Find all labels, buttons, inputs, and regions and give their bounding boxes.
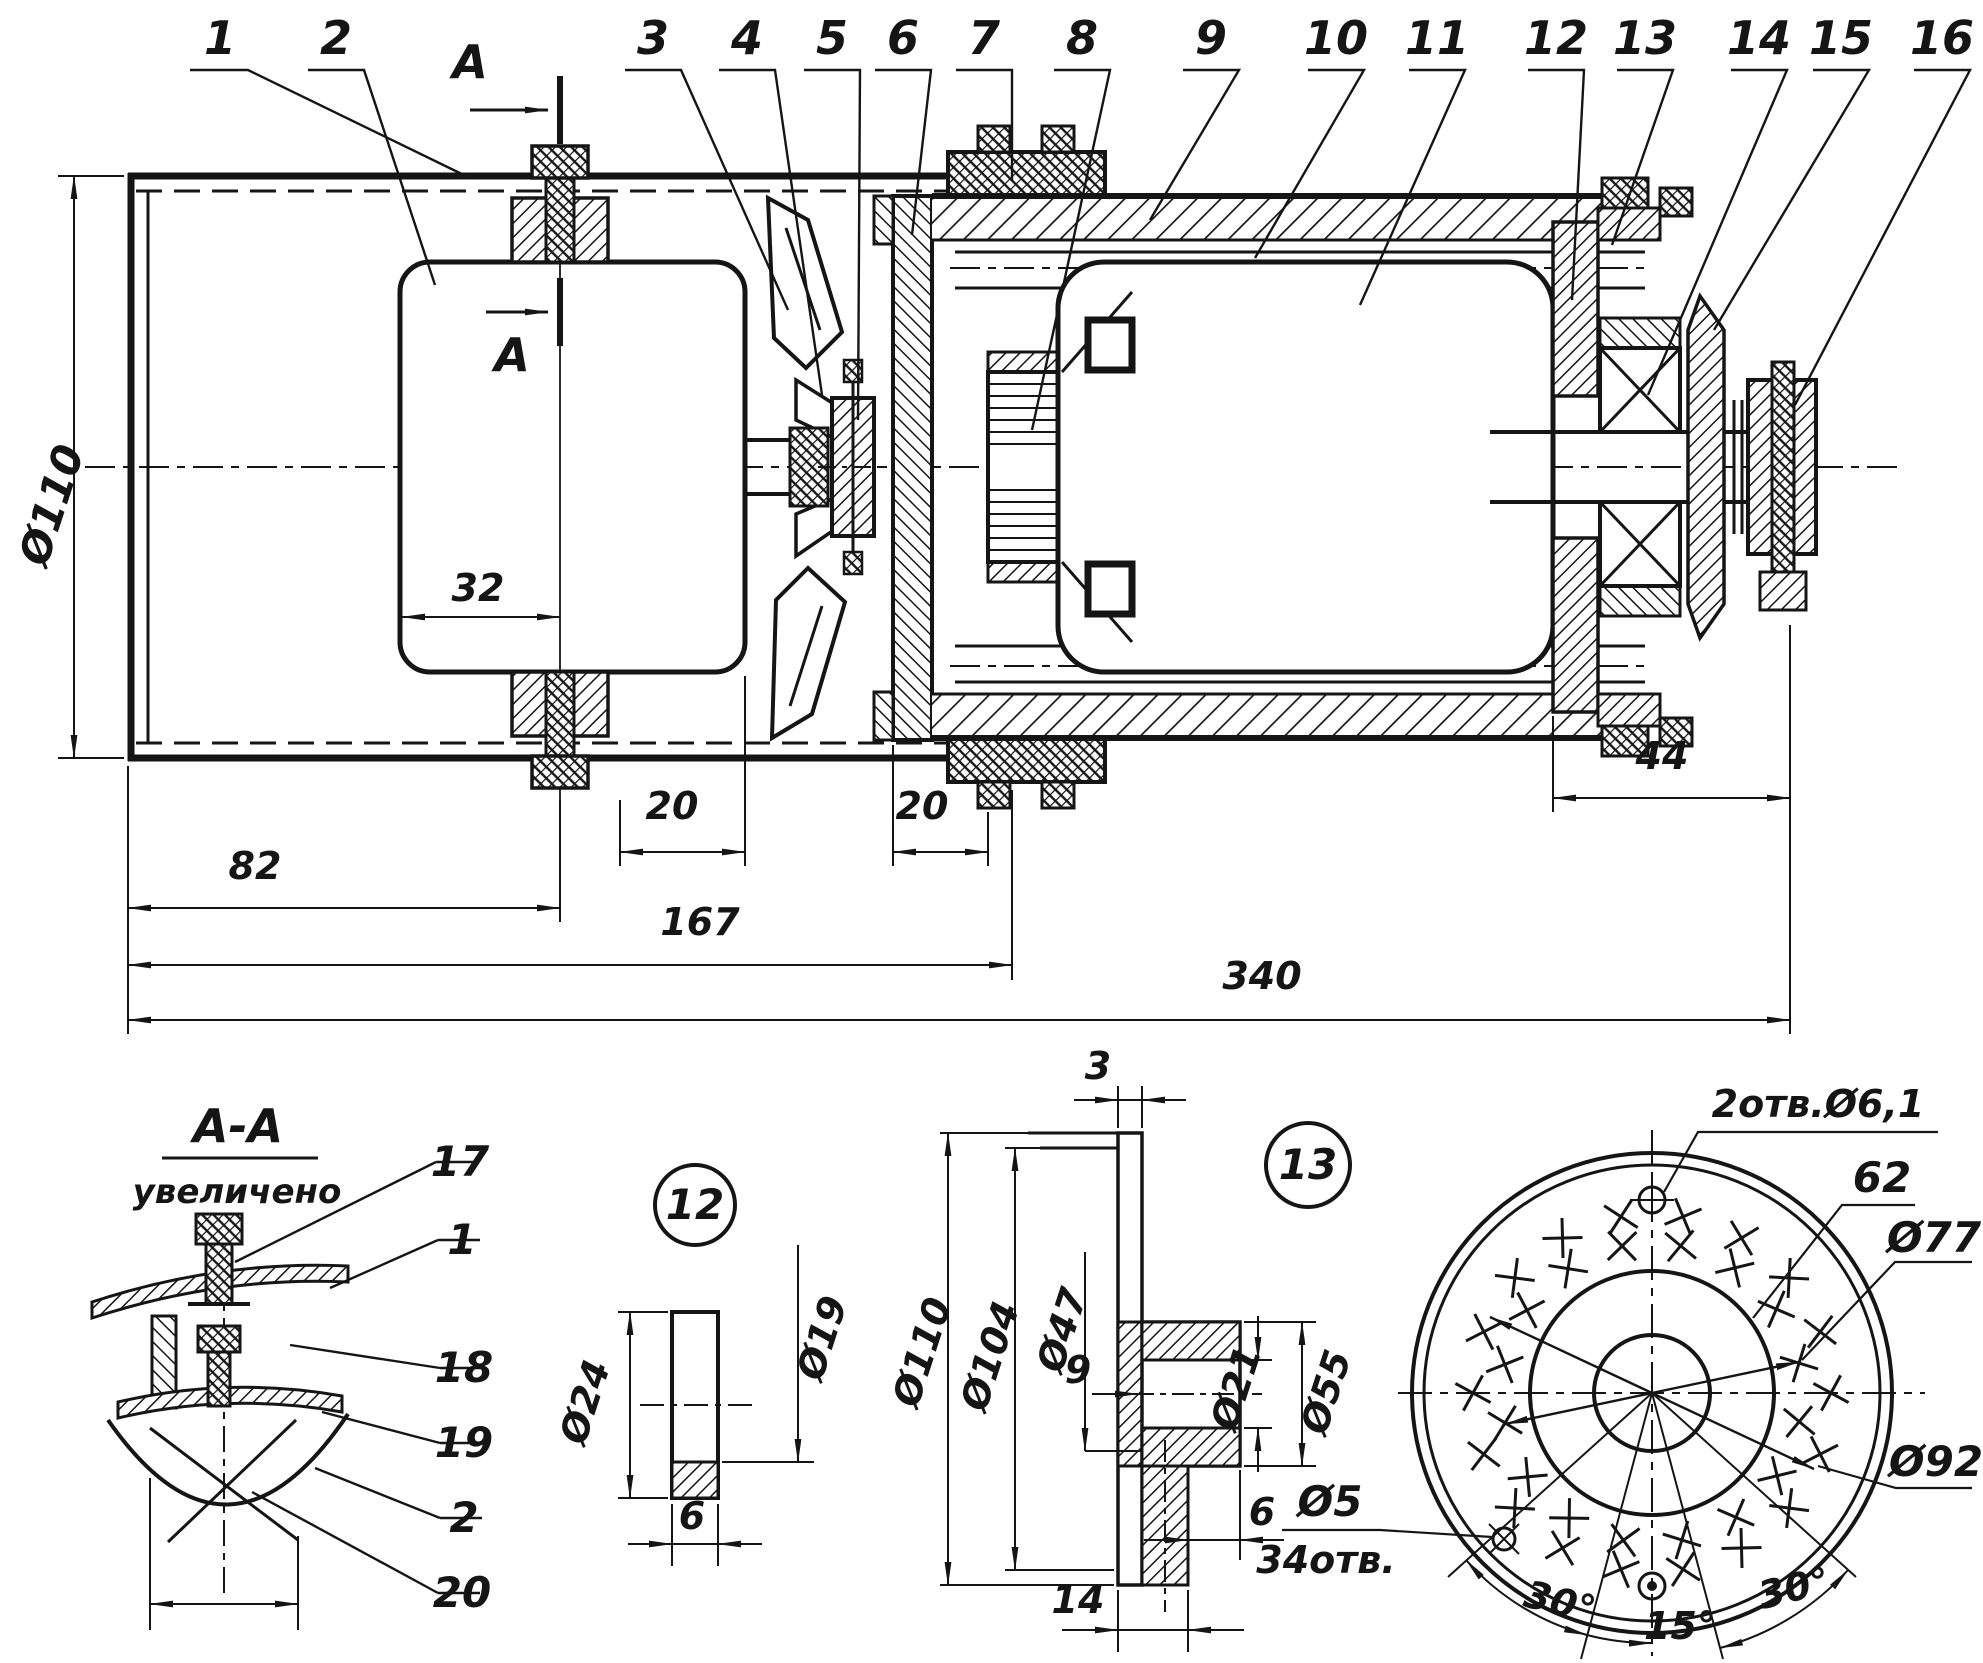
marked-holes xyxy=(1488,1178,1674,1601)
detail-12-badge: 12 xyxy=(665,1180,725,1229)
callout-5: 5 xyxy=(815,11,849,65)
dim-t6: 6 xyxy=(678,1494,706,1538)
engine-shell-arc xyxy=(106,1412,350,1507)
end-view xyxy=(1282,1130,1972,1660)
callout-9: 9 xyxy=(1194,11,1228,65)
main-dimensions xyxy=(58,175,1791,1034)
dim-s9: 9 xyxy=(1064,1348,1092,1392)
coupling xyxy=(818,358,888,576)
detail-12-dimensions xyxy=(618,1245,814,1566)
callout-leaders xyxy=(190,68,1972,431)
shell-sheet-section xyxy=(90,1263,350,1321)
callout-2: 2 xyxy=(319,11,353,65)
detail-13-badge: 13 xyxy=(1278,1140,1338,1189)
label-d77: Ø77 xyxy=(1886,1213,1982,1262)
dim-340: 340 xyxy=(1222,954,1302,998)
dim-32: 32 xyxy=(451,566,505,610)
callout-1: 1 xyxy=(203,11,237,65)
label-2holes: 2отв.Ø6,1 xyxy=(1711,1082,1925,1126)
clamp-bolt-bottom xyxy=(196,1324,242,1408)
callout-18: 18 xyxy=(434,1343,494,1392)
callout-6: 6 xyxy=(886,11,920,65)
callout-15: 15 xyxy=(1808,11,1874,65)
prop-washer xyxy=(1686,292,1726,642)
callout-20: 20 xyxy=(432,1568,492,1617)
section-aa-title: А-А xyxy=(192,1099,284,1153)
callout-19: 19 xyxy=(434,1418,494,1467)
label-d92: Ø92 xyxy=(1888,1437,1983,1486)
label-34holes: 34отв. xyxy=(1256,1538,1396,1582)
callout-17: 17 xyxy=(430,1137,490,1186)
mount-bolt-top xyxy=(510,144,610,264)
callout-3: 3 xyxy=(636,11,670,65)
detail-13-dimensions xyxy=(940,1086,1316,1652)
dim-82: 82 xyxy=(228,844,282,888)
dim-44: 44 xyxy=(1635,734,1689,778)
clamp-bolt-top xyxy=(188,1212,250,1306)
end-view-leaders xyxy=(1282,1130,1972,1539)
callout-7: 7 xyxy=(967,11,1001,65)
section-aa-view xyxy=(90,1156,482,1630)
rotor xyxy=(1055,259,1556,675)
label-d5: Ø5 xyxy=(1297,1477,1363,1526)
label-angle-mid: 15° xyxy=(1644,1604,1716,1648)
dim-t6b: 6 xyxy=(1248,1490,1276,1534)
callout-16: 16 xyxy=(1909,11,1975,65)
callout-11: 11 xyxy=(1404,11,1470,65)
dim-t3: 3 xyxy=(1084,1044,1112,1088)
bearing xyxy=(1598,316,1682,618)
detail-13-view xyxy=(940,1086,1352,1652)
callout-2b: 2 xyxy=(449,1493,479,1542)
section-aa-subtitle: увеличено xyxy=(132,1172,342,1212)
mount-bolt-bottom xyxy=(510,670,610,790)
label-62: 62 xyxy=(1852,1153,1912,1202)
housing-walls xyxy=(932,193,1645,741)
section-letter-top: А xyxy=(452,35,488,89)
dim-20a: 20 xyxy=(645,784,699,828)
section-aa-dimension xyxy=(149,1478,299,1630)
section-plane-marks xyxy=(470,76,563,346)
engine-body xyxy=(397,259,748,675)
dim-20b: 20 xyxy=(895,784,949,828)
callout-12: 12 xyxy=(1523,11,1589,65)
section-aa-leaders xyxy=(234,1160,482,1595)
section-letter-bottom: А xyxy=(494,328,530,382)
callout-1b: 1 xyxy=(447,1215,477,1264)
detail-12-view xyxy=(618,1163,814,1566)
main-section-view xyxy=(58,68,1972,1034)
callout-8: 8 xyxy=(1065,11,1099,65)
callout-10: 10 xyxy=(1303,11,1369,65)
callout-14: 14 xyxy=(1726,11,1792,65)
bulkhead xyxy=(872,194,934,742)
prop-nut xyxy=(1732,360,1818,612)
end-plate xyxy=(1551,176,1694,758)
callout-4: 4 xyxy=(730,11,764,65)
gear xyxy=(986,350,1064,584)
angle-dimensions xyxy=(1447,1392,1857,1660)
dim-167: 167 xyxy=(660,900,740,944)
callout-13: 13 xyxy=(1612,11,1678,65)
dim-l14: 14 xyxy=(1051,1578,1105,1622)
